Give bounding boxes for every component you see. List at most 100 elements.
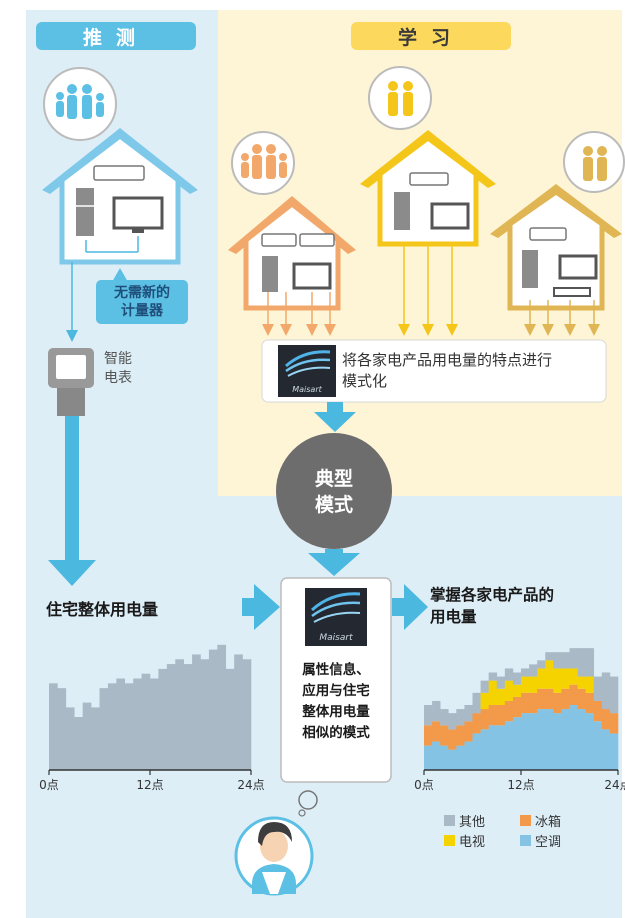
stack-segment-空调 — [561, 709, 570, 770]
total-usage-bar — [57, 688, 67, 770]
stack-segment-电视 — [569, 668, 578, 685]
learn-house-1 — [228, 131, 356, 336]
learn-house-3 — [490, 131, 625, 336]
stack-segment-其他 — [561, 652, 570, 669]
no-new-meter-line2: 计量器 — [121, 303, 163, 319]
stack-segment-电视 — [496, 688, 506, 705]
right-chart-tick-label: 24点 — [604, 778, 625, 792]
stack-segment-冰箱 — [472, 713, 481, 734]
modeling-box — [261, 339, 607, 403]
stack-segment-冰箱 — [448, 729, 457, 750]
stack-segment-其他 — [521, 668, 530, 677]
stack-segment-其他 — [593, 676, 603, 701]
total-usage-label: 住宅整体用电量 — [46, 600, 159, 619]
stack-segment-冰箱 — [545, 688, 554, 710]
maisart-logo-2: Maisart — [305, 588, 367, 646]
learn-tab-label: 学习 — [397, 26, 464, 49]
total-usage-bar — [124, 683, 134, 770]
stack-segment-冰箱 — [593, 700, 603, 722]
smart-meter-label: 智能 电表 — [104, 350, 132, 388]
legend-swatch-other — [444, 814, 455, 826]
stack-segment-空调 — [585, 713, 595, 770]
stack-segment-空调 — [464, 741, 473, 770]
total-usage-bar — [49, 683, 58, 770]
typical-pattern-circle — [276, 433, 392, 549]
total-usage-bar — [225, 668, 235, 770]
stack-segment-冰箱 — [496, 705, 506, 726]
stack-segment-其他 — [488, 672, 498, 681]
stack-segment-电视 — [529, 676, 538, 693]
stack-segment-电视 — [561, 668, 570, 689]
infer-tab-label: 推测 — [82, 26, 149, 49]
stack-segment-空调 — [529, 713, 538, 770]
stack-segment-其他 — [529, 664, 538, 677]
legend-label-tv: 电视 — [459, 834, 486, 850]
grasp-usage-text: 掌握各家电产品的 用电量 — [430, 584, 554, 628]
stack-segment-冰箱 — [488, 705, 498, 726]
left-chart-tick-label: 12点 — [136, 778, 163, 792]
stack-segment-空调 — [424, 745, 433, 770]
stack-segment-其他 — [537, 660, 546, 669]
stack-segment-空调 — [480, 729, 489, 770]
total-usage-bar — [116, 678, 126, 770]
stack-segment-冰箱 — [609, 713, 619, 734]
left-chart-tick-label: 0点 — [39, 778, 59, 792]
total-usage-bar — [150, 678, 159, 770]
stack-segment-电视 — [537, 668, 546, 689]
legend-swatch-fridge — [520, 814, 531, 826]
stack-segment-冰箱 — [480, 709, 489, 730]
stack-segment-空调 — [504, 721, 514, 770]
legend-label-other: 其他 — [459, 814, 486, 830]
similar-line2: 应用与住宅 — [302, 683, 370, 699]
stack-segment-电视 — [545, 660, 554, 689]
stack-segment-冰箱 — [504, 700, 514, 722]
typical-pattern-text: 典型 模式 — [284, 466, 384, 518]
total-usage-bar — [208, 649, 218, 770]
legend-label-aircon: 空调 — [535, 834, 562, 850]
similar-line1: 属性信息、 — [302, 662, 370, 678]
stack-segment-冰箱 — [440, 725, 449, 746]
stack-segment-空调 — [432, 741, 441, 770]
stack-segment-冰箱 — [424, 725, 433, 746]
stack-segment-空调 — [521, 713, 530, 770]
stack-segment-电视 — [480, 692, 489, 710]
total-usage-bar — [65, 707, 75, 770]
stack-segment-其他 — [432, 700, 441, 722]
total-usage-bar — [192, 654, 201, 770]
no-new-meter-line1: 无需新的 — [114, 285, 170, 301]
stack-segment-其他 — [440, 709, 449, 726]
stack-segment-冰箱 — [561, 688, 570, 710]
learn-tab: 学习 — [351, 22, 511, 50]
arrow-similar-to-grasp — [392, 584, 428, 630]
stack-segment-其他 — [545, 652, 554, 661]
total-usage-bar — [166, 664, 176, 770]
thinking-person-icon — [234, 790, 318, 896]
legend-swatch-aircon — [520, 834, 531, 846]
no-new-meter-text: 无需新的 计量器 — [96, 284, 188, 320]
typical-line1: 典型 — [314, 468, 353, 490]
total-usage-bar — [133, 678, 142, 770]
total-usage-bar — [74, 717, 83, 770]
total-usage-bar — [158, 668, 168, 770]
stack-segment-其他 — [448, 713, 457, 730]
stack-segment-其他 — [480, 680, 489, 693]
stack-segment-电视 — [585, 676, 595, 693]
stack-segment-其他 — [601, 672, 611, 710]
family-icon — [56, 84, 104, 119]
smart-meter-line1: 智能 — [104, 351, 132, 367]
similar-pattern-text: 属性信息、 应用与住宅 整体用电量 相似的模式 — [281, 660, 391, 744]
total-usage-bar — [175, 659, 184, 770]
no-new-meter-badge — [96, 268, 188, 324]
stack-segment-空调 — [545, 709, 554, 770]
smart-meter-line2: 电表 — [104, 370, 132, 386]
stack-segment-冰箱 — [529, 692, 538, 714]
total-usage-bar — [141, 673, 151, 770]
total-usage-bar — [99, 688, 109, 770]
stack-segment-空调 — [472, 733, 481, 770]
stack-segment-空调 — [440, 745, 449, 770]
logo-text-2: Maisart — [319, 633, 353, 643]
stack-segment-其他 — [504, 668, 514, 681]
right-chart-tick-label: 0点 — [414, 778, 434, 792]
modeling-line2: 模式化 — [342, 372, 388, 390]
